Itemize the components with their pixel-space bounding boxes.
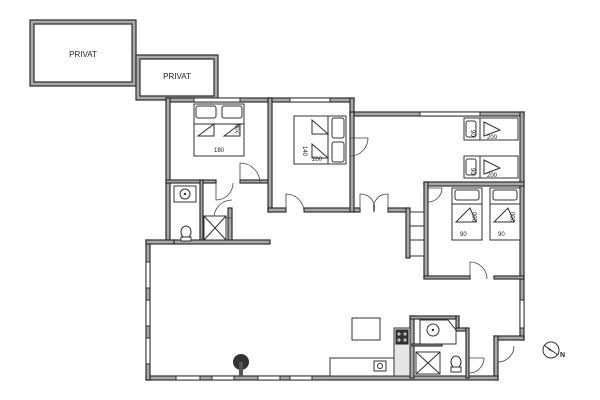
single-bed-bottom-2: 90 200 xyxy=(489,187,521,241)
single-bed-top-2: 90 200 xyxy=(463,155,519,179)
double-bed-1: 180 200 xyxy=(193,103,245,157)
private-room-1-label: PRIVAT xyxy=(69,50,97,59)
single-bed-bottom-2-length: 200 xyxy=(511,211,517,222)
single-bed-bottom-1: 90 200 xyxy=(451,187,483,241)
private-room-1: PRIVAT xyxy=(29,19,137,87)
double-bed-2-length: 140 xyxy=(301,146,307,157)
single-bed-top-1-width: 90 xyxy=(469,130,475,137)
single-bed-bottom-1-width: 90 xyxy=(460,232,467,238)
single-bed-top-1: 90 200 xyxy=(463,117,519,141)
compass-direction: N xyxy=(560,352,565,359)
single-bed-top-1-length: 200 xyxy=(487,135,498,141)
double-bed-1-length: 180 xyxy=(214,148,225,154)
wood-stove xyxy=(233,354,249,376)
private-room-2-label: PRIVAT xyxy=(163,72,191,81)
private-room-2: PRIVAT xyxy=(135,54,219,101)
double-bed-1-width: 200 xyxy=(236,123,242,134)
compass: N xyxy=(542,341,565,359)
single-bed-top-2-width: 90 xyxy=(469,168,475,175)
single-bed-top-2-length: 200 xyxy=(487,173,498,179)
single-bed-bottom-1-length: 200 xyxy=(473,211,479,222)
double-bed-2-width: 200 xyxy=(312,157,323,163)
double-bed-2: 140 200 xyxy=(293,115,347,165)
kitchen xyxy=(329,211,425,377)
windows xyxy=(145,97,525,381)
bathroom-right xyxy=(415,319,462,375)
single-bed-bottom-2-width: 90 xyxy=(498,232,505,238)
bathroom-left xyxy=(173,185,227,242)
